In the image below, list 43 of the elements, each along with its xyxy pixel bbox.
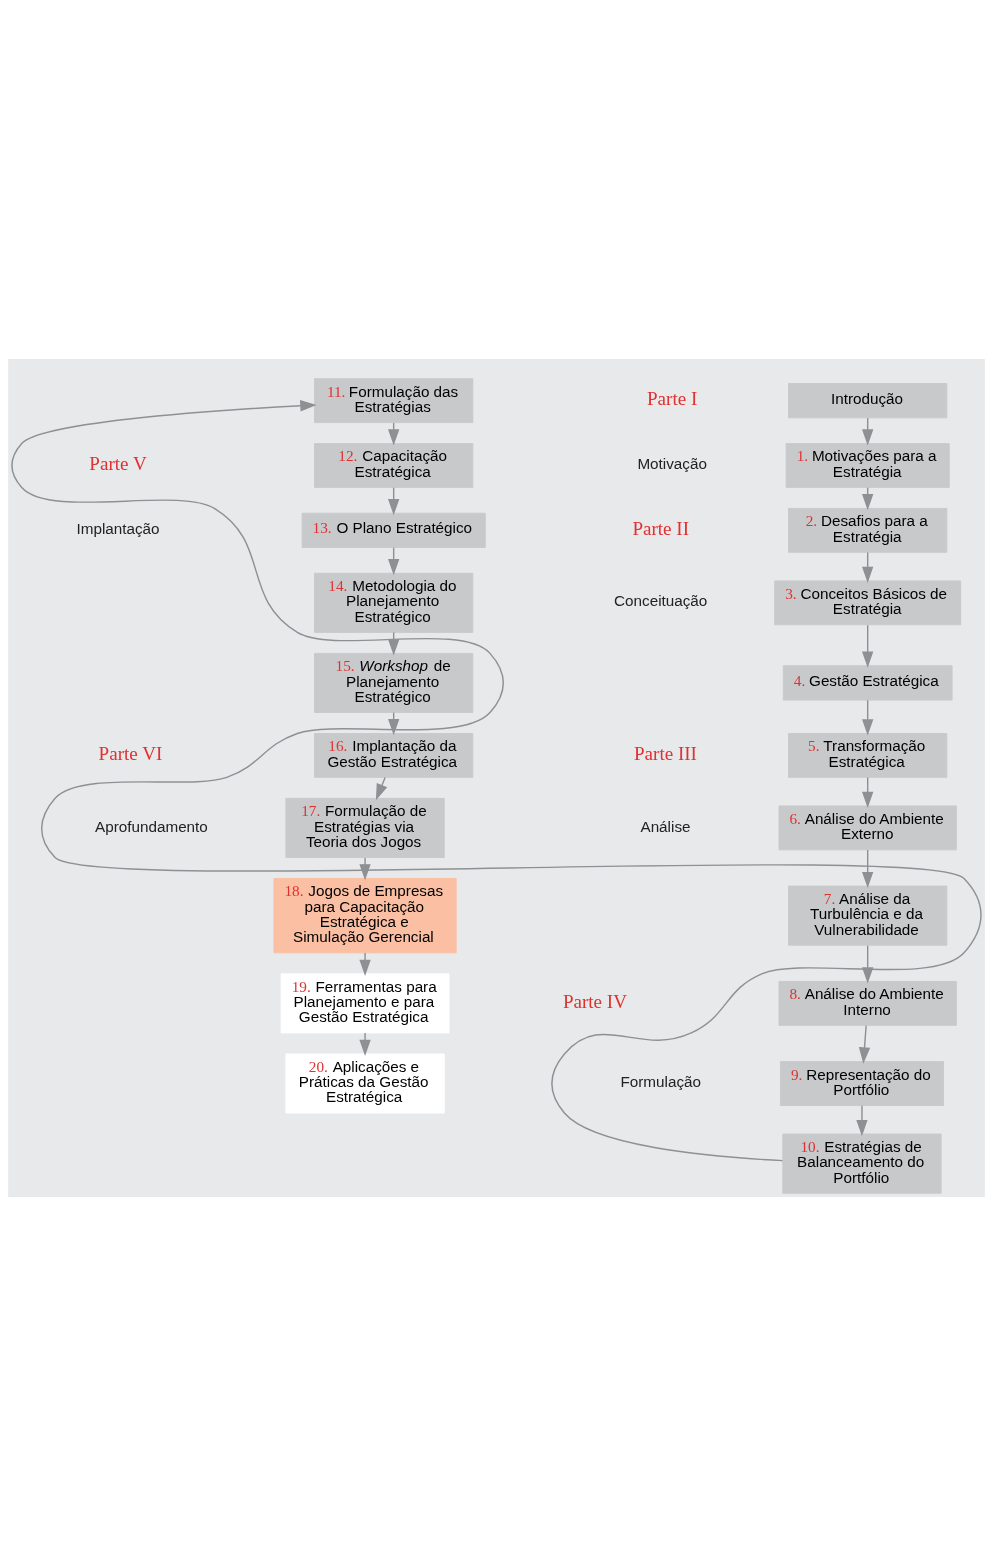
- node-box: 8. Análise do Ambiente Interno: [778, 980, 957, 1026]
- label: Análise: [640, 817, 691, 835]
- node-box: 7. Análise da Turbulência e da Vulnerabilidade: [788, 885, 948, 946]
- node-box: 3. Conceitos Básicos de Estratégia: [774, 579, 962, 625]
- label: Parte V: [89, 452, 147, 474]
- node-box: 6. Análise do Ambiente Externo: [778, 805, 957, 850]
- node-box: 20. Aplicações e Práticas da Gestão Estratégica: [285, 1052, 445, 1114]
- arrow: [862, 623, 874, 668]
- label: Conceituação: [614, 591, 708, 609]
- node-box: 2. Desafios para a Estratégia: [788, 507, 948, 553]
- node-box: Introdução: [788, 382, 948, 418]
- node-box: 11. Formulação das Estratégias: [314, 377, 474, 423]
- arrow: [359, 1031, 371, 1056]
- label: Parte IV: [562, 990, 627, 1012]
- label: Implantação: [76, 519, 160, 537]
- label: Parte I: [647, 387, 698, 409]
- node-box: 18. Jogos de Empresas para Capacitação Estratégica e Simulação Gerencial: [273, 877, 457, 953]
- label: Motivação: [637, 454, 707, 472]
- node-box: 4. Gestão Estratégica: [782, 664, 953, 701]
- arrow: [858, 1024, 871, 1064]
- label: Parte VI: [98, 742, 163, 764]
- arrow: [862, 848, 874, 888]
- node-box: 19. Ferramentas para Planejamento e para Gestão Estratégica: [280, 972, 450, 1033]
- label: Formulação: [620, 1072, 701, 1090]
- label: Parte II: [632, 517, 690, 539]
- arrow: [856, 1104, 868, 1136]
- node-box: 12. Capacitação Estratégica: [314, 442, 474, 488]
- arrow: [359, 951, 371, 976]
- arrow: [862, 944, 874, 983]
- node-box: 10. Estratégias de Balanceamento do Portfólio: [782, 1133, 942, 1194]
- node-box: 5. Transformação Estratégica: [788, 732, 948, 778]
- node-box: 16. Implantação da Gestão Estratégica: [314, 732, 474, 778]
- node-box: 17. Formulação de Estratégias via Teoria dos Jogos: [285, 797, 445, 858]
- node-box: 9. Representação do Portfólio: [779, 1060, 944, 1106]
- arrow: [862, 699, 874, 736]
- arrow: [359, 856, 371, 880]
- label: Aprofundamento: [95, 817, 208, 835]
- node-box: 14. Metodologia do Planejamento Estratégico: [314, 572, 474, 633]
- arrow: [11, 399, 982, 1161]
- label: Parte III: [634, 742, 697, 764]
- node-box: 15. Workshop de Planejamento Estratégico: [314, 652, 474, 713]
- node-box: 13. O Plano Estratégico: [301, 512, 486, 548]
- node-box: 1. Motivações para a Estratégia: [785, 442, 950, 488]
